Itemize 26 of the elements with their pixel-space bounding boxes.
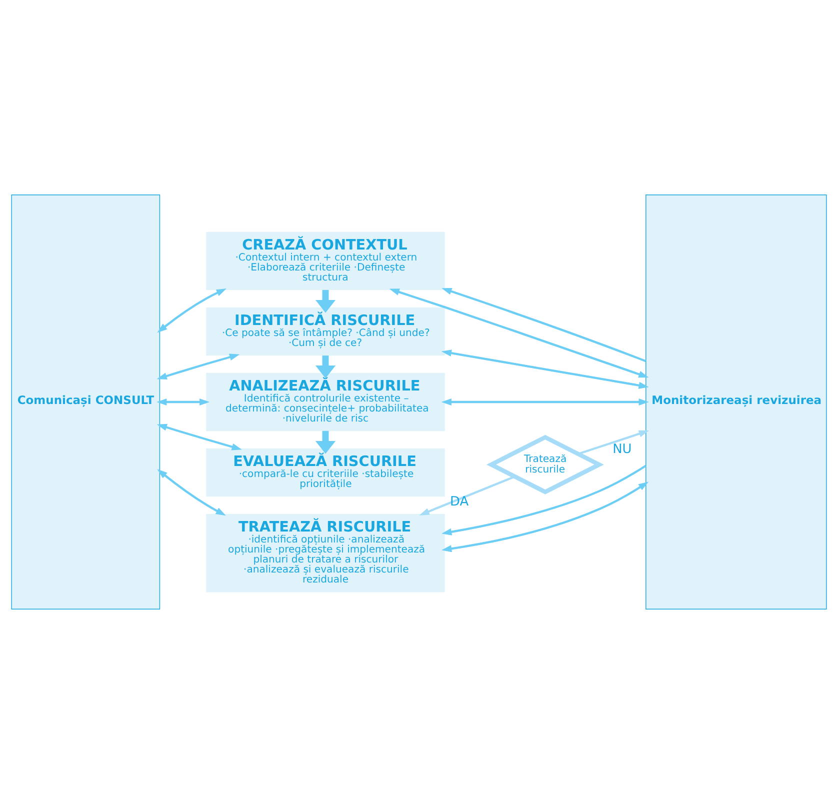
- node-box: CREAZĂ CONTEXTUL ·Contextul intern + contextul extern ·Elaborează criteriile ·Definește structura: [206, 231, 445, 290]
- arrow: [315, 355, 336, 378]
- arrow: [156, 423, 242, 450]
- arrow: [157, 288, 227, 332]
- arrow: [442, 481, 649, 552]
- arrow: [315, 430, 336, 454]
- arrow: [442, 287, 646, 362]
- node-box: IDENTIFICĂ RISCURILE ·Ce poate să se întâmple? ·Când și unde? ·Cum și de ce?: [206, 306, 445, 356]
- arrow: [156, 398, 210, 406]
- arrow: [578, 430, 649, 454]
- arrow: [157, 468, 226, 516]
- arrow: [441, 398, 649, 406]
- edge-label: NU: [612, 442, 632, 457]
- node-diamond: Tratează riscurile: [486, 434, 604, 494]
- node-box: Comunicași CONSULT: [11, 194, 160, 609]
- edge-label: DA: [450, 494, 469, 510]
- arrow: [441, 349, 649, 388]
- arrow: [389, 288, 649, 378]
- node-box: Monitorizareași revizuirea: [646, 194, 827, 609]
- node-box: ANALIZEAZĂ RISCURILE Identifică controlurile existente – determină: consecințele+ probabilitatea ·nivelurile de risc: [206, 372, 445, 431]
- arrow: [156, 353, 240, 379]
- node-box: EVALUEAZĂ RISCURILE ·compară-le cu criteriile ·stabilește prioritățile: [206, 448, 445, 496]
- arrow: [315, 289, 336, 312]
- arrow: [442, 464, 646, 535]
- node-box: TRATEAZĂ RISCURILE ·identifică opțiunile ·analizează opțiunile ·pregătește și implementează planuri de tratare a riscurilor ·analizează și evaluează riscurile reziduale: [206, 513, 445, 592]
- arrow: [419, 475, 516, 515]
